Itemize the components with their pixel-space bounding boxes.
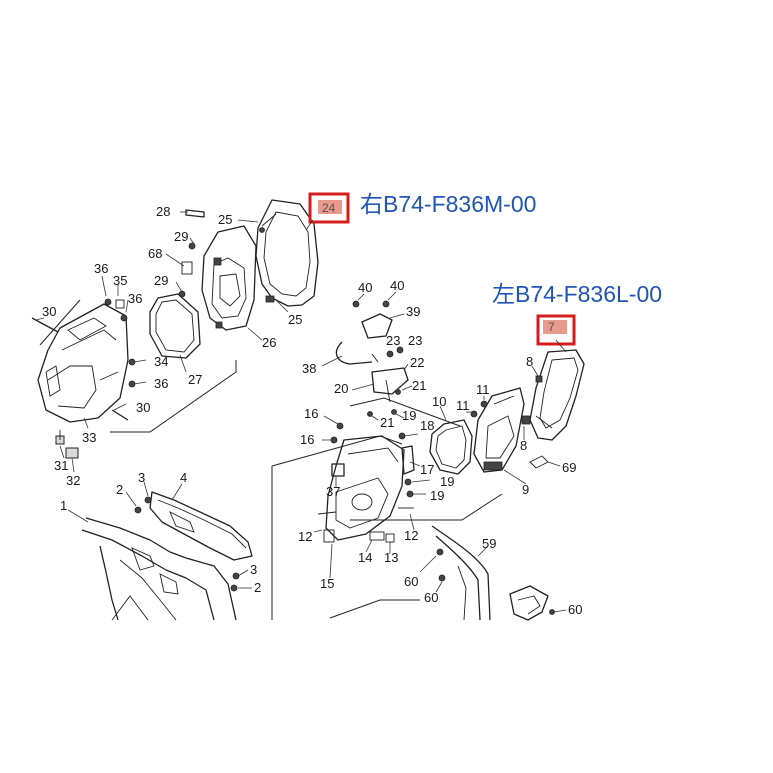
ref-19: 19 <box>440 474 454 489</box>
ref-16: 16 <box>304 406 318 421</box>
ref-60: 60 <box>424 590 438 605</box>
ref-29: 29 <box>174 229 188 244</box>
center-housing-assembly <box>313 409 431 579</box>
ref-30: 30 <box>42 304 56 319</box>
ref-23: 23 <box>408 333 422 348</box>
ref-21: 21 <box>412 378 426 393</box>
callout-box-24 <box>308 192 350 224</box>
ref-36: 36 <box>94 261 108 276</box>
ref-13: 13 <box>384 550 398 565</box>
glove-box-assembly <box>31 275 147 473</box>
ref-37: 37 <box>326 484 340 499</box>
ref-28: 28 <box>156 204 170 219</box>
ref-9: 9 <box>522 482 529 497</box>
callout-box-7 <box>536 314 576 346</box>
ref-68: 68 <box>148 246 162 261</box>
ref-33: 33 <box>82 430 96 445</box>
ref-12: 12 <box>404 528 418 543</box>
ref-4: 4 <box>180 470 187 485</box>
ref-18: 18 <box>420 418 434 433</box>
ref-11: 11 <box>476 382 490 397</box>
ref-36: 36 <box>128 291 142 306</box>
ref-11: 11 <box>456 398 470 413</box>
center-bracket-assembly <box>321 291 413 421</box>
ref-3: 3 <box>250 562 257 577</box>
ref-38: 38 <box>302 361 316 376</box>
ref-30: 30 <box>136 400 150 415</box>
ref-20: 20 <box>334 381 348 396</box>
ref-31: 31 <box>54 458 68 473</box>
lower-right-assembly <box>419 525 567 621</box>
ref-32: 32 <box>66 473 80 488</box>
left-part-number: 左B74-F836L-00 <box>492 281 662 307</box>
ref-59: 59 <box>482 536 496 551</box>
ref-39: 39 <box>406 304 420 319</box>
left-cover-assembly <box>429 314 585 485</box>
ref-8: 8 <box>526 354 533 369</box>
right-cover-assembly <box>149 192 350 373</box>
ref-15: 15 <box>320 576 334 591</box>
ref-3: 3 <box>138 470 145 485</box>
ref-25: 25 <box>288 312 302 327</box>
ref-40: 40 <box>390 278 404 293</box>
ref-69: 69 <box>562 460 576 475</box>
ref-60: 60 <box>568 602 582 617</box>
reference-numbers: 28 25 29 68 36 35 29 36 30 27 26 25 34 3… <box>42 204 582 617</box>
callout-ref-7: 7 <box>548 320 555 334</box>
ref-2: 2 <box>254 580 261 595</box>
ref-25: 25 <box>218 212 232 227</box>
ref-8: 8 <box>520 438 527 453</box>
ref-34: 34 <box>154 354 168 369</box>
ref-17: 17 <box>420 462 434 477</box>
ref-10: 10 <box>432 394 446 409</box>
right-part-number: 右B74-F836M-00 <box>360 191 536 217</box>
ref-19: 19 <box>402 408 416 423</box>
ref-36: 36 <box>154 376 168 391</box>
lower-left-frame-assembly <box>67 481 253 621</box>
ref-12: 12 <box>298 529 312 544</box>
ref-23: 23 <box>386 333 400 348</box>
ref-2: 2 <box>116 482 123 497</box>
ref-27: 27 <box>188 372 202 387</box>
callout-ref-24: 24 <box>322 201 336 215</box>
ref-14: 14 <box>358 550 372 565</box>
ref-16: 16 <box>300 432 314 447</box>
ref-40: 40 <box>358 280 372 295</box>
ref-19: 19 <box>430 488 444 503</box>
ref-22: 22 <box>410 355 424 370</box>
ref-35: 35 <box>113 273 127 288</box>
ref-1: 1 <box>60 498 67 513</box>
ref-21: 21 <box>380 415 394 430</box>
ref-26: 26 <box>262 335 276 350</box>
ref-60: 60 <box>404 574 418 589</box>
ref-29: 29 <box>154 273 168 288</box>
